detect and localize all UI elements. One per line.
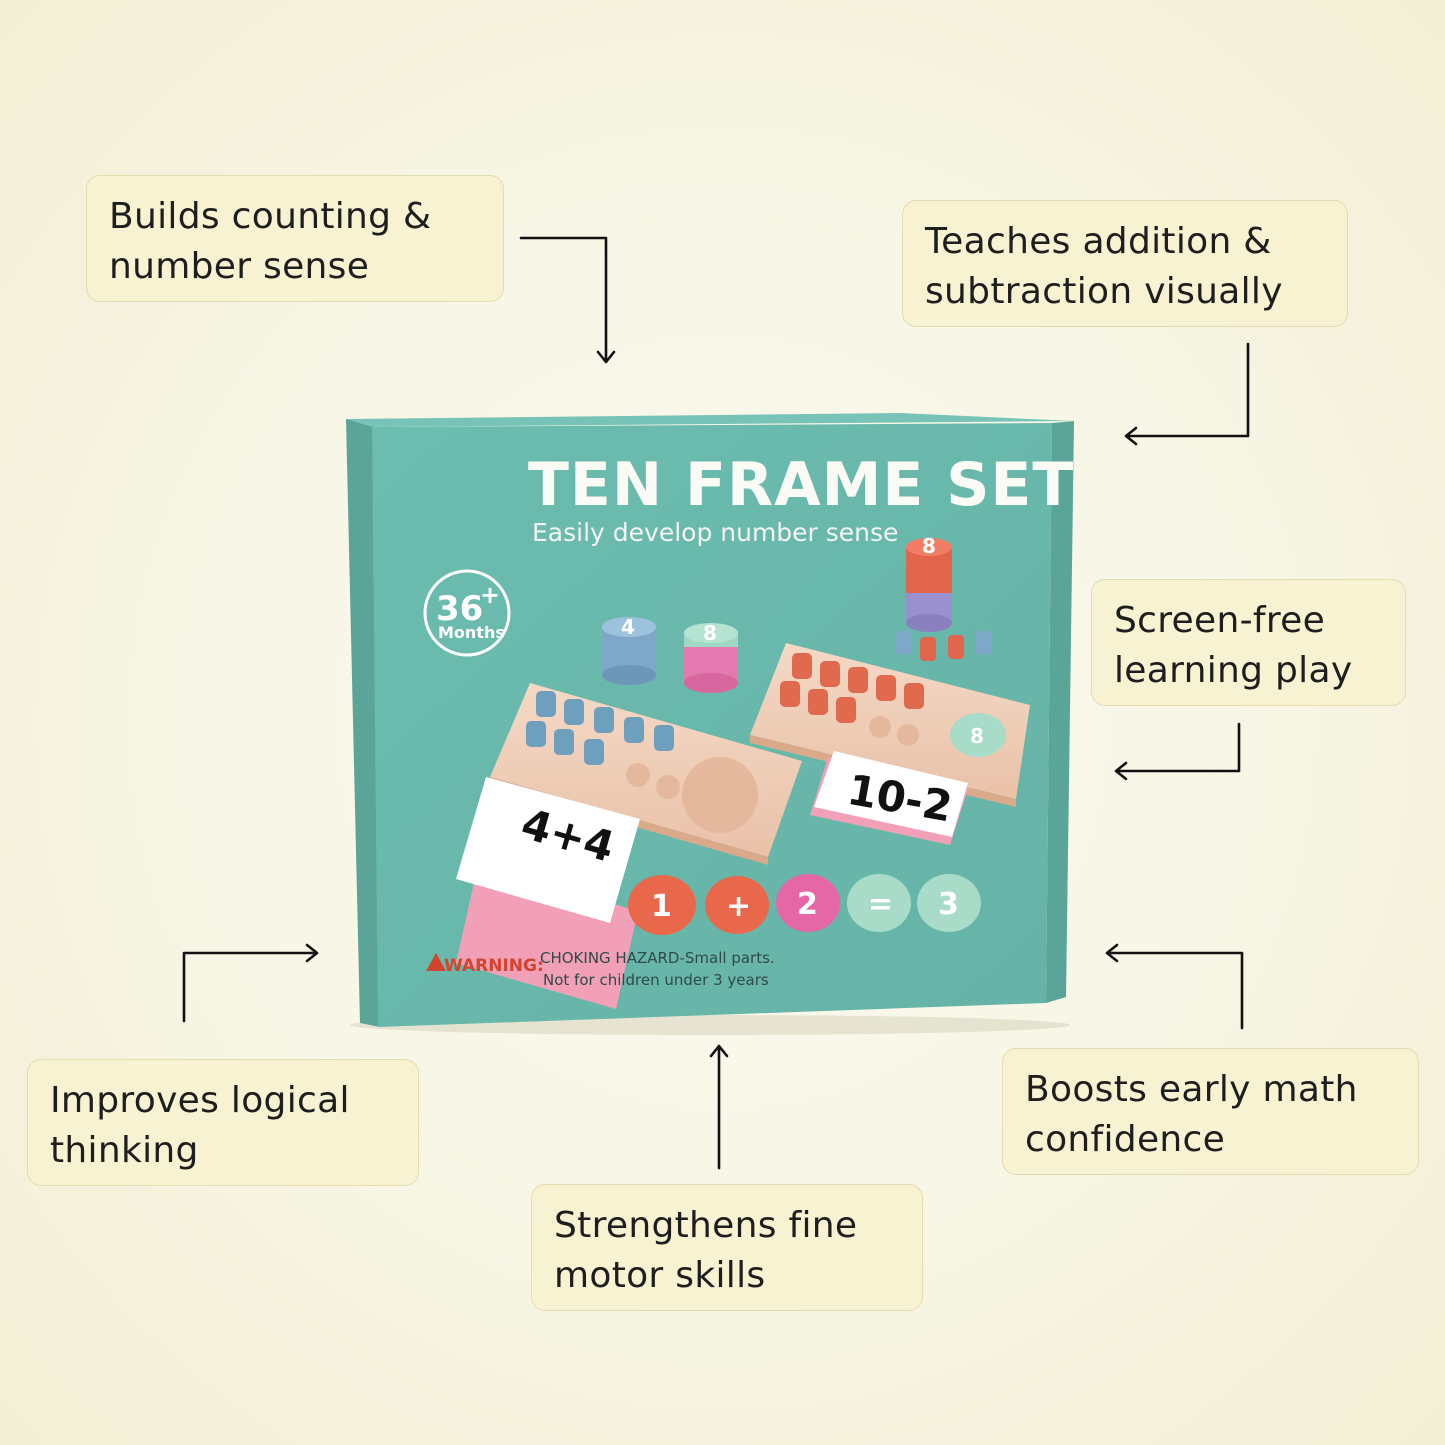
callout-counting-line1: Builds counting & bbox=[109, 196, 432, 237]
arrow-logical bbox=[182, 943, 319, 1023]
callout-logical: Improves logical thinking bbox=[27, 1059, 419, 1186]
arrow-addition bbox=[1124, 342, 1250, 446]
ten-frame-tray-left bbox=[490, 683, 802, 865]
age-badge-plus: + bbox=[480, 581, 500, 609]
age-badge-number: 36 bbox=[436, 589, 483, 629]
callout-logical-line1: Improves logical bbox=[50, 1080, 350, 1121]
callout-counting: Builds counting & number sense bbox=[86, 175, 504, 302]
arrow-counting bbox=[519, 236, 616, 364]
age-badge-unit: Months bbox=[438, 623, 505, 642]
disc-right-label: 8 bbox=[970, 724, 984, 748]
warning-triangle-icon bbox=[426, 953, 446, 971]
callout-addition-line1: Teaches addition & bbox=[925, 221, 1272, 262]
equation-disc-plus: + bbox=[726, 889, 751, 924]
callout-screen-free-line2: learning play bbox=[1114, 650, 1353, 691]
counter-stack-green-label: 8 bbox=[703, 621, 717, 645]
callout-counting-line2: number sense bbox=[109, 246, 370, 287]
callout-screen-free: Screen-free learning play bbox=[1091, 579, 1406, 706]
equation-disc-3: 3 bbox=[938, 887, 959, 922]
product-box: TEN FRAME SETS Easily develop number sen… bbox=[346, 413, 1080, 1035]
counter-stack-tall: 8 bbox=[906, 534, 952, 632]
callout-math: Boosts early math confidence bbox=[1002, 1048, 1419, 1175]
age-badge: 36 + Months bbox=[423, 569, 511, 657]
callout-logical-line2: thinking bbox=[50, 1130, 199, 1171]
warning-label: WARNING: bbox=[444, 956, 544, 976]
equation-disc-equals: = bbox=[868, 887, 893, 922]
counter-stack-green: 8 bbox=[684, 621, 738, 693]
box-title: TEN FRAME SETS bbox=[528, 450, 1080, 520]
callout-math-line2: confidence bbox=[1025, 1119, 1226, 1160]
equation-disc-2: 2 bbox=[797, 887, 818, 922]
counter-stack-blue: 4 bbox=[602, 615, 656, 685]
box-subtitle: Easily develop number sense bbox=[532, 518, 898, 547]
counter-stack-blue-label: 4 bbox=[621, 615, 635, 639]
card-right: 10-2 bbox=[810, 751, 968, 845]
callout-motor: Strengthens fine motor skills bbox=[531, 1184, 923, 1311]
callout-math-line1: Boosts early math bbox=[1025, 1069, 1358, 1110]
warning-block: WARNING: CHOKING HAZARD-Small parts. Not… bbox=[426, 949, 775, 989]
callout-addition: Teaches addition & subtraction visually bbox=[902, 200, 1348, 327]
card-left: 4+4 bbox=[456, 777, 640, 1009]
loose-pegs bbox=[896, 631, 992, 661]
warning-line2: Not for children under 3 years bbox=[543, 971, 769, 989]
callout-screen-free-line1: Screen-free bbox=[1114, 600, 1326, 641]
callout-addition-line2: subtraction visually bbox=[925, 271, 1283, 312]
counter-stack-tall-label: 8 bbox=[922, 534, 936, 558]
equation-disc-1: 1 bbox=[651, 889, 672, 924]
arrow-math bbox=[1105, 943, 1244, 1030]
arrow-screen-free bbox=[1114, 722, 1241, 781]
warning-line1: CHOKING HAZARD-Small parts. bbox=[540, 949, 775, 967]
equation-discs: 1 + 2 = 3 bbox=[628, 874, 981, 935]
callout-motor-line2: motor skills bbox=[554, 1255, 766, 1296]
arrow-motor bbox=[709, 1044, 729, 1170]
callout-motor-line1: Strengthens fine bbox=[554, 1205, 858, 1246]
